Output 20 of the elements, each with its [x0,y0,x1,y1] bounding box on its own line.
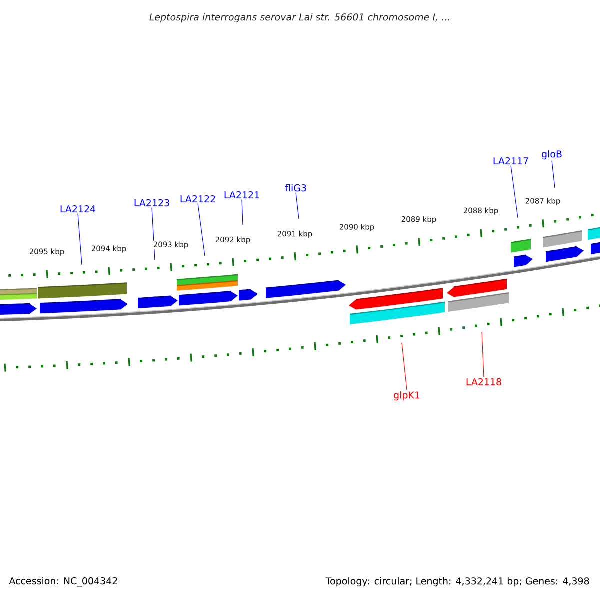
gene-label: glpK1 [394,391,420,401]
gene-label: fliG3 [285,184,306,192]
leader-line [482,332,484,378]
leader-line [198,203,206,256]
leader-line [242,199,244,226]
leader-line [402,342,408,390]
title: Leptospira interrogans serovar Lai str. 56601 chromosome I, ... [150,13,450,23]
leader-line [296,192,300,220]
gene-label: LA2118 [466,378,502,386]
gene-label: gloB [542,150,562,160]
leader-line [510,165,518,218]
gene-label: LA2123 [134,199,170,207]
gene-label: LA2117 [494,157,528,165]
leader-line [78,213,82,266]
gene-label: LA2121 [224,191,260,199]
leader-line [552,160,556,188]
gene-label: LA2124 [60,205,96,213]
footer-text: Accession: NC_004342 [9,577,118,587]
footer-text: Topology: circular; Length: 4,332,241 bp; Genes: 4,398 [326,577,590,587]
gene-label: LA2122 [180,195,216,203]
